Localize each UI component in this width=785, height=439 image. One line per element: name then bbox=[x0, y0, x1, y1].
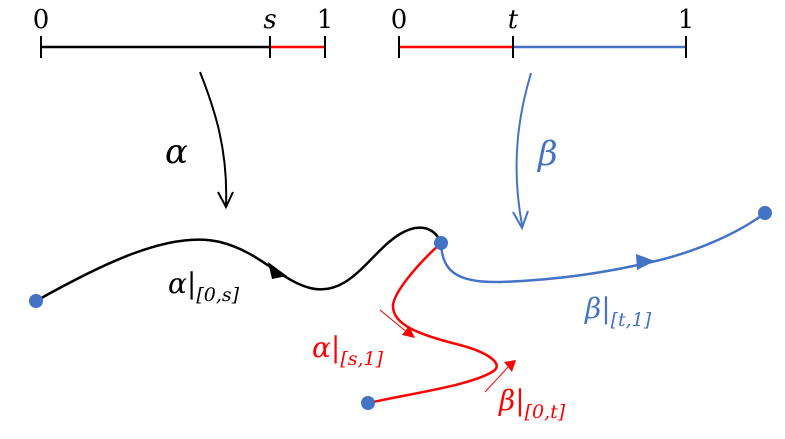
point-beta-end bbox=[758, 206, 772, 220]
map-arrow-alpha-shaft bbox=[199, 71, 228, 206]
curve-alpha-0-s bbox=[35, 226, 443, 303]
label-beta-0-t: β|[0,t] bbox=[498, 384, 566, 423]
map-arrow-alpha: α bbox=[165, 71, 234, 210]
label-alpha-s-1-bar: | bbox=[331, 331, 340, 364]
map-arrow-alpha-head-icon bbox=[217, 191, 234, 210]
map-label-beta: β bbox=[536, 134, 558, 174]
interval-alpha-label-s: s bbox=[263, 5, 276, 35]
point-junction bbox=[434, 236, 448, 250]
label-alpha-s-1: α|[s,1] bbox=[312, 331, 384, 370]
curve-red-reverse-segment bbox=[367, 242, 498, 405]
svg-text:β|[0,t]: β|[0,t] bbox=[498, 384, 566, 423]
label-alpha-s-1-subscript: [s,1] bbox=[340, 348, 383, 370]
label-beta-0-t-symbol: β bbox=[498, 384, 515, 417]
label-beta-t-1-symbol: β bbox=[584, 292, 601, 325]
curve-beta-t-1-direction-arrow-icon bbox=[636, 254, 655, 270]
small-arrow-alpha-s-1-head-icon bbox=[402, 326, 415, 338]
small-arrow-beta-0-t bbox=[484, 360, 516, 393]
label-alpha-0-s-symbol: α bbox=[168, 267, 187, 300]
map-arrow-beta-shaft bbox=[515, 72, 532, 226]
label-beta-t-1-bar: | bbox=[601, 292, 610, 325]
curve-beta-t-1 bbox=[439, 212, 766, 284]
label-beta-0-t-subscript: [0,t] bbox=[525, 401, 566, 423]
svg-text:β|[t,1]: β|[t,1] bbox=[584, 292, 652, 331]
interval-alpha-label-0: 0 bbox=[33, 5, 50, 35]
label-alpha-s-1-symbol: α bbox=[312, 331, 331, 364]
label-beta-t-1: β|[t,1] bbox=[584, 292, 652, 331]
svg-text:α|[s,1]: α|[s,1] bbox=[312, 331, 384, 370]
curve-alpha-0-s-direction-arrow-icon bbox=[268, 262, 287, 279]
interval-beta: 0 t 1 bbox=[391, 5, 695, 58]
interval-beta-label-0: 0 bbox=[391, 5, 408, 35]
label-beta-t-1-subscript: [t,1] bbox=[611, 309, 652, 331]
label-alpha-0-s-bar: | bbox=[187, 267, 196, 300]
small-arrow-alpha-s-1 bbox=[379, 309, 415, 338]
label-beta-0-t-bar: | bbox=[515, 384, 524, 417]
map-arrow-beta: β bbox=[512, 72, 558, 231]
label-alpha-0-s-subscript: [0,s] bbox=[196, 284, 239, 306]
map-arrow-beta-head-icon bbox=[512, 210, 529, 231]
interval-beta-label-1: 1 bbox=[678, 5, 695, 35]
interval-alpha-label-1: 1 bbox=[317, 5, 334, 35]
small-arrow-beta-0-t-head-icon bbox=[504, 360, 516, 372]
interval-alpha: 0 s 1 bbox=[33, 5, 334, 58]
svg-text:α|[0,s]: α|[0,s] bbox=[168, 267, 240, 306]
point-alpha-start bbox=[29, 294, 43, 308]
point-alpha-end-beta-start bbox=[361, 396, 375, 410]
map-label-alpha: α bbox=[165, 132, 188, 172]
interval-beta-label-t: t bbox=[508, 5, 519, 35]
label-alpha-0-s: α|[0,s] bbox=[168, 267, 240, 306]
